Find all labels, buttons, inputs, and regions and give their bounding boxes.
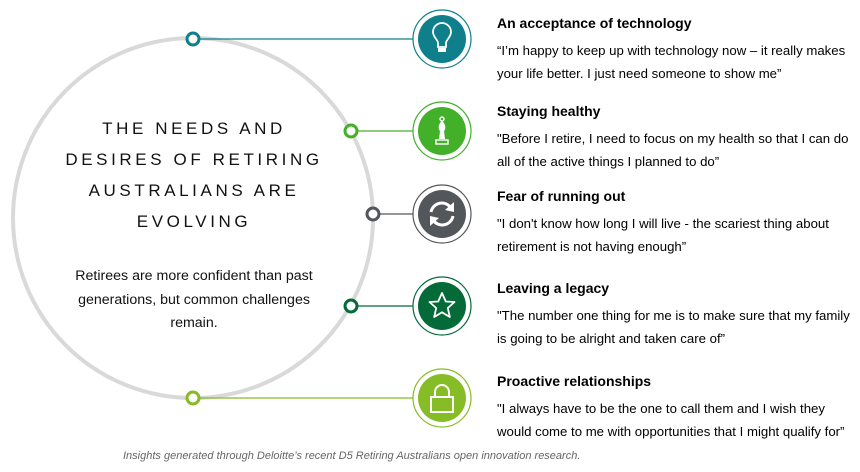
refresh-icon <box>412 184 472 244</box>
insight-healthy: Staying healthy "Before I retire, I need… <box>497 103 857 173</box>
connector-dot <box>343 123 359 139</box>
lightbulb-icon <box>412 9 472 69</box>
lock-icon <box>412 368 472 428</box>
insight-relationships: Proactive relationships "I always have t… <box>497 373 857 443</box>
connector-dot <box>185 31 201 47</box>
insight-quote: "I always have to be the one to call the… <box>497 401 845 439</box>
insight-technology: An acceptance of technology “I’m happy t… <box>497 15 857 85</box>
star-icon <box>412 276 472 336</box>
connector-dot <box>185 390 201 406</box>
insight-quote: “I’m happy to keep up with technology no… <box>497 43 846 81</box>
footer-note: Insights generated through Deloitte’s re… <box>123 450 581 462</box>
chess-bishop-icon <box>412 101 472 161</box>
insight-heading: An acceptance of technology <box>497 15 692 31</box>
diagram-subtitle: Retirees are more confident than past ge… <box>75 268 313 331</box>
insight-heading: Staying healthy <box>497 103 601 119</box>
insight-legacy: Leaving a legacy "The number one thing f… <box>497 280 857 350</box>
insight-heading: Leaving a legacy <box>497 280 610 296</box>
insight-quote: "The number one thing for me is to make … <box>497 308 850 346</box>
connector-dot <box>343 298 359 314</box>
insight-heading: Fear of running out <box>497 188 626 204</box>
insight-heading: Proactive relationships <box>497 373 652 389</box>
diagram-title: THE NEEDS AND DESIRES OF RETIRING AUSTRA… <box>65 119 323 231</box>
insight-quote: "I don't know how long I will live - the… <box>497 216 829 254</box>
connector-dot <box>365 206 381 222</box>
insight-quote: "Before I retire, I need to focus on my … <box>497 131 849 169</box>
insight-running-out: Fear of running out "I don't know how lo… <box>497 188 857 258</box>
